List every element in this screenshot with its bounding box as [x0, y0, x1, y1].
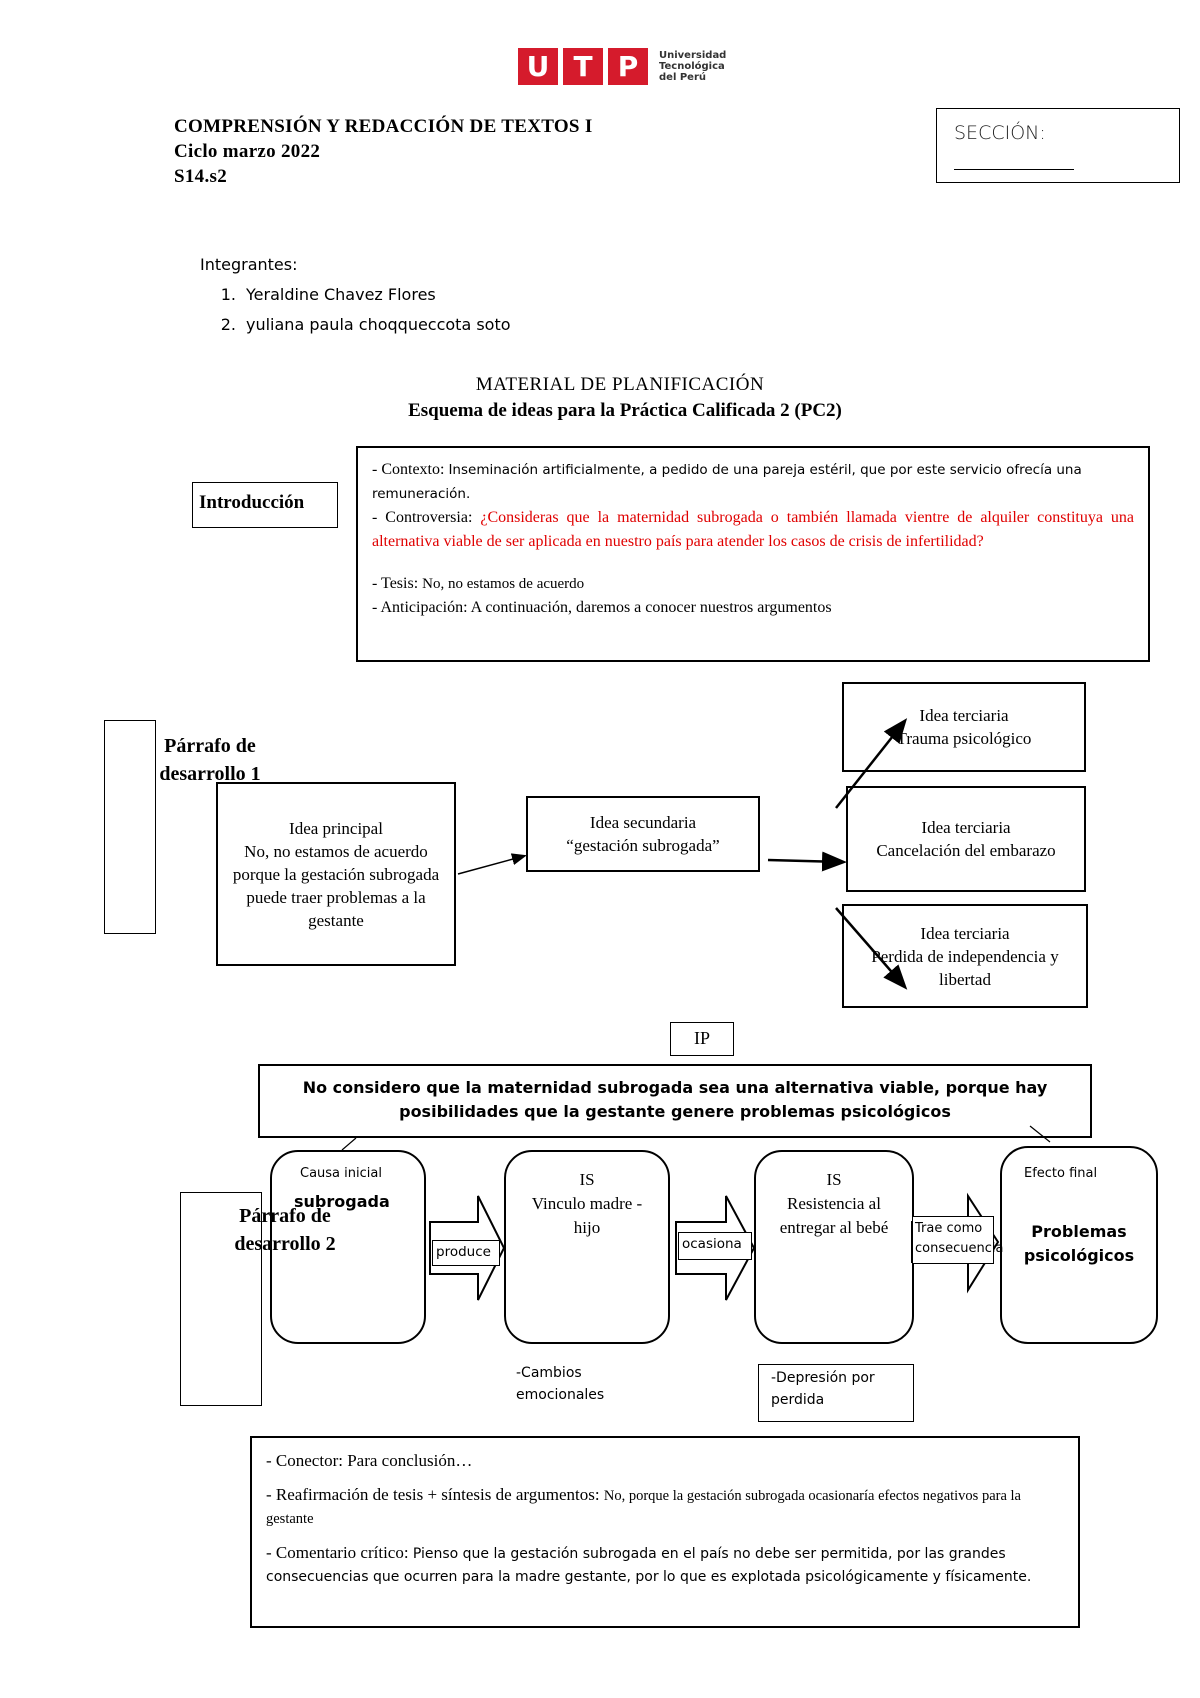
intro-thesis: - Tesis: No, no estamos de acuerdo [372, 575, 585, 592]
intro-anticipation: - Anticipación: A continuación, daremos … [372, 599, 832, 616]
course-cycle: Ciclo marzo 2022 [174, 141, 321, 162]
connector-ocasiona: ocasiona [678, 1232, 752, 1260]
p1-label-box [104, 720, 156, 934]
cause-label: Causa inicial [300, 1166, 382, 1181]
logo-letter-p: P [608, 48, 648, 85]
course-header: COMPRENSIÓN Y REDACCIÓN DE TEXTOS I Cicl… [174, 114, 593, 189]
logo-letter-u: U [518, 48, 558, 85]
conclusion-box: - Conector: Para conclusión… - Reafirmac… [250, 1436, 1080, 1628]
arrow-to-tertiary-1 [835, 718, 908, 809]
connector-trae-como-consecuencia: Trae como consecuencia [912, 1216, 1003, 1264]
course-session: S14.s2 [174, 166, 228, 187]
cause-text: subrogada [294, 1192, 390, 1211]
course-name: COMPRENSIÓN Y REDACCIÓN DE TEXTOS I [174, 116, 593, 137]
intro-label: Introducción [192, 482, 338, 528]
is2-content: IS Resistencia al entregar al bebé [779, 1170, 889, 1237]
p2-label: Párrafo de desarrollo 2 [234, 1205, 336, 1255]
p1-main-idea: Idea principal No, no estamos de acuerdo… [216, 782, 456, 966]
p1-tertiary-idea-1: Idea terciaria Trauma psicológico [842, 682, 1086, 772]
effect-text: Problemas psicológicos [1023, 1222, 1135, 1265]
connector-produce: produce [432, 1240, 500, 1266]
is1-content: IS Vinculo madre - hijo [531, 1170, 643, 1237]
is1-box [504, 1150, 670, 1344]
ip-main-idea: No considero que la maternidad subrogada… [258, 1064, 1092, 1138]
p1-tertiary-idea-3: Idea terciaria Perdida de independencia … [842, 904, 1088, 1008]
intro-context: - Contexto: Inseminación artificialmente… [372, 461, 1082, 502]
main-title-block: MATERIAL DE PLANIFICACIÓN Esquema de ide… [0, 372, 1200, 424]
note-depresion: -Depresión por perdida [758, 1364, 914, 1422]
intro-box: - Contexto: Inseminación artificialmente… [356, 446, 1150, 662]
section-label: SECCIÓN: [954, 122, 1046, 144]
intro-controversy: - Controversia: ¿Consideras que la mater… [372, 509, 1134, 550]
effect-box [1000, 1146, 1158, 1344]
logo-letter-t: T [563, 48, 603, 85]
p1-tertiary-idea-2: Idea terciaria Cancelación del embarazo [846, 786, 1086, 892]
note-cambios-emocionales: -Cambios emocionales [516, 1365, 605, 1403]
section-box [936, 108, 1180, 183]
logo-text: Universidad Tecnológica del Perú [659, 50, 727, 83]
member-item: 2.yuliana paula choqqueccota soto [220, 315, 511, 334]
ip-label: IP [670, 1022, 734, 1056]
cause-box [270, 1150, 426, 1344]
conclusion-reaffirm: - Reafirmación de tesis + síntesis de ar… [266, 1485, 1021, 1527]
connector-line-right [1029, 1125, 1051, 1143]
arrow-secondary-to-tertiary-2 [767, 851, 847, 872]
p1-label: Párrafo de desarrollo 1 [159, 735, 261, 785]
section-blank-line [954, 169, 1074, 170]
utp-logo: U T P Universidad Tecnológica del Perú [518, 48, 726, 85]
main-title: MATERIAL DE PLANIFICACIÓN [475, 374, 765, 395]
p1-secondary-idea: Idea secundaria “gestación subrogada” [526, 796, 760, 872]
effect-label: Efecto final [1024, 1166, 1098, 1181]
member-item: 1.Yeraldine Chavez Flores [220, 285, 436, 304]
members-list: Integrantes: 1.Yeraldine Chavez Flores 2… [200, 250, 511, 340]
p2-label-box [180, 1192, 262, 1406]
conclusion-connector: - Conector: Para conclusión… [266, 1451, 473, 1470]
connector-line-left [341, 1137, 357, 1151]
conclusion-comment: - Comentario crítico: Pienso que la gest… [266, 1543, 1032, 1585]
arrow-main-to-secondary [457, 853, 527, 875]
sub-title: Esquema de ideas para la Práctica Califi… [408, 400, 842, 421]
members-label: Integrantes: [200, 255, 298, 274]
arrow-to-tertiary-3 [835, 907, 908, 990]
